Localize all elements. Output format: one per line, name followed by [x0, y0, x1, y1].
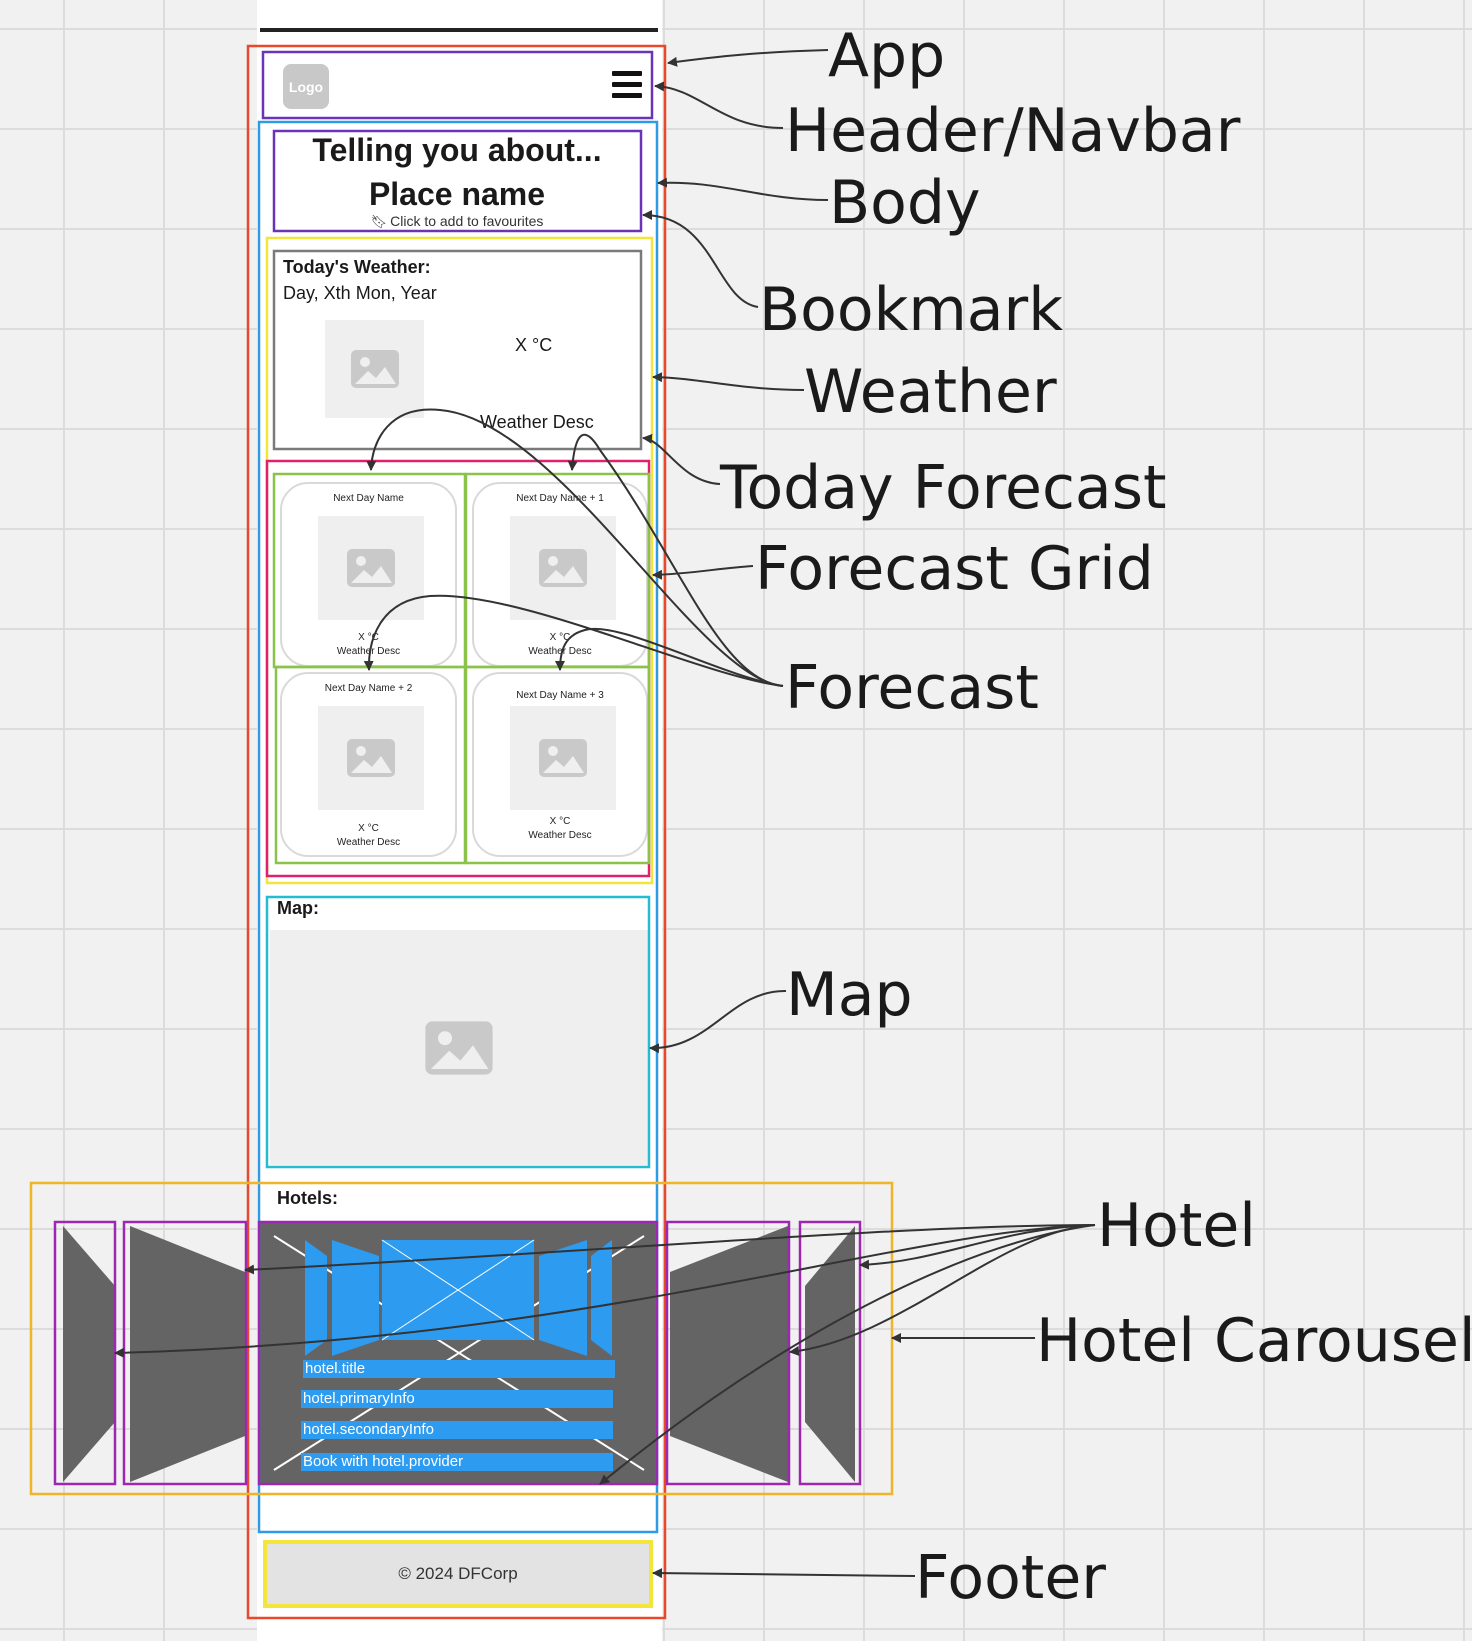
forecast-desc-0: Weather Desc — [336, 646, 401, 657]
page-title-line1: Telling you about... — [312, 132, 602, 168]
arrow-header — [654, 81, 784, 129]
forecast-day-3: Next Day Name + 3 — [516, 690, 604, 701]
outline-hotel-carousel — [29, 1181, 894, 1496]
annotation-footer: Footer — [915, 1543, 1106, 1613]
forecast-day-2: Next Day Name + 2 — [324, 683, 413, 694]
image-placeholder-icon — [347, 549, 395, 587]
arrow-hotel-far-left — [114, 1224, 1096, 1358]
outline-forecast-3 — [464, 665, 651, 865]
hotel-primary-info: hotel.primaryInfo — [301, 1390, 613, 1408]
outline-header — [261, 50, 654, 120]
outline-app — [246, 44, 667, 1620]
today-heading: Today's Weather: — [283, 257, 431, 277]
hotel-card-far-right[interactable] — [805, 1226, 855, 1482]
arrow-forecast-2 — [363, 594, 784, 687]
map-label: Map: — [277, 898, 319, 918]
outline-forecast-2 — [274, 665, 467, 865]
hotel-secondary-info: hotel.secondaryInfo — [301, 1421, 613, 1439]
forecast-desc-1: Weather Desc — [528, 646, 592, 657]
hotel-card-graphics — [273, 1235, 645, 1471]
arrow-hotel-left — [244, 1224, 1096, 1275]
today-desc: Weather Desc — [480, 412, 594, 432]
hotel-carousel-side-cards — [63, 1226, 855, 1482]
outline-today-forecast — [272, 249, 643, 451]
hotel-book-link[interactable]: Book with hotel.provider — [301, 1453, 613, 1471]
status-bar-rule — [260, 28, 658, 32]
annotation-hotel-carousel: Hotel Carousel — [1036, 1306, 1472, 1376]
arrow-forecast-grid — [652, 565, 754, 580]
today-date: Day, Xth Mon, Year — [283, 283, 437, 303]
forecast-image-1 — [510, 516, 616, 620]
outline-hotel-far-left — [53, 1220, 117, 1486]
hotel-card-right[interactable] — [670, 1226, 788, 1482]
annotation-bookmark: Bookmark — [759, 275, 1063, 345]
hotel-card-left[interactable] — [130, 1226, 245, 1482]
arrow-hotel-far-right — [859, 1224, 1096, 1270]
annotation-forecast-grid: Forecast Grid — [755, 534, 1154, 604]
forecast-temp-2: X °C — [358, 823, 379, 834]
image-placeholder-icon — [350, 350, 399, 388]
arrow-forecast-1 — [567, 433, 784, 687]
image-placeholder-icon — [347, 739, 395, 777]
forecast-desc-2: Weather Desc — [336, 837, 401, 848]
map-image[interactable] — [270, 930, 648, 1165]
forecast-temp-0: X °C — [358, 632, 379, 643]
image-placeholder-icon — [425, 1020, 493, 1075]
forecast-day-1: Next Day Name + 1 — [516, 493, 604, 504]
annotation-body: Body — [829, 168, 981, 238]
outline-hotel-far-right — [798, 1220, 862, 1486]
forecast-desc-3: Weather Desc — [528, 830, 592, 841]
image-placeholder-icon — [539, 739, 587, 777]
annotation-app: App — [828, 21, 946, 91]
outline-weather — [265, 236, 654, 885]
annotation-header: Header/Navbar — [785, 96, 1241, 166]
arrow-today-forecast — [642, 433, 721, 485]
arrow-forecast-3 — [555, 627, 784, 687]
arrow-app — [667, 49, 829, 67]
outline-map — [265, 895, 651, 1169]
outline-body — [257, 120, 659, 1534]
outline-forecast-0 — [272, 472, 467, 669]
forecast-image-2 — [318, 706, 424, 810]
footer-text: © 2024 DFCorp — [398, 1564, 518, 1583]
outline-hotel-right — [665, 1220, 791, 1486]
forecast-image-3 — [510, 706, 616, 810]
forecast-temp-1: X °C — [549, 632, 571, 643]
footer: © 2024 DFCorp — [263, 1540, 653, 1608]
hotels-label: Hotels: — [277, 1188, 339, 1208]
annotation-forecast: Forecast — [785, 653, 1039, 723]
logo[interactable]: Logo — [283, 64, 329, 109]
arrow-forecast-0 — [366, 408, 784, 687]
annotation-hotel: Hotel — [1097, 1191, 1256, 1261]
outline-bookmark — [272, 129, 643, 233]
arrow-bookmark — [642, 210, 759, 308]
hotel-card-far-left[interactable] — [63, 1226, 115, 1482]
hamburger-menu-icon[interactable] — [612, 71, 642, 98]
outline-hotel-active — [257, 1220, 659, 1486]
today-temp: X °C — [515, 335, 553, 355]
forecast-image-0 — [318, 516, 424, 620]
forecast-temp-3: X °C — [549, 816, 571, 827]
outline-forecast-1 — [464, 472, 651, 669]
bookmark-icon: 🔖︎ — [370, 214, 388, 229]
annotation-today-forecast: Today Forecast — [720, 453, 1167, 523]
annotation-weather: Weather — [804, 357, 1057, 427]
page-title-line2: Place name — [368, 176, 546, 212]
forecast-card-2 — [280, 672, 457, 857]
arrow-hotel-active — [599, 1224, 1096, 1485]
bookmark-label: Click to add to favourites — [390, 213, 544, 229]
today-weather-image — [325, 320, 424, 418]
arrow-map — [649, 989, 787, 1054]
outline-forecast-grid — [265, 459, 651, 878]
arrow-footer — [652, 1568, 916, 1579]
forecast-day-0: Next Day Name — [333, 493, 404, 504]
arrow-weather — [652, 372, 805, 391]
arrow-body — [657, 177, 829, 201]
annotation-map: Map — [786, 960, 913, 1030]
image-placeholder-icon — [539, 549, 587, 587]
hotel-title: hotel.title — [303, 1360, 615, 1378]
bookmark-button[interactable]: 🔖︎Click to add to favourites — [272, 213, 642, 230]
